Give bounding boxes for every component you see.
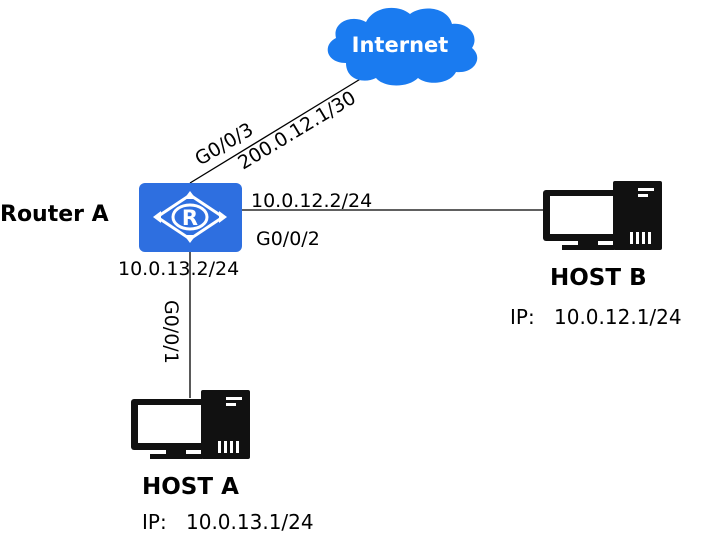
host-a-ip-label: IP: (142, 510, 167, 534)
label-ip-10-0-13-2: 10.0.13.2/24 (118, 258, 239, 280)
cloud-label: Internet (352, 33, 449, 57)
host-b-name: HOST B (550, 265, 647, 291)
tower-icon (613, 181, 662, 250)
label-ip-10-0-12-2: 10.0.12.2/24 (251, 190, 372, 212)
label-g002: G0/0/2 (256, 228, 320, 250)
internet-cloud: Internet (327, 7, 478, 86)
router-symbol: R (182, 206, 198, 230)
host-a-ip: 10.0.13.1/24 (186, 510, 314, 534)
host-b-ip: 10.0.12.1/24 (554, 305, 682, 329)
link-router-internet (189, 77, 363, 184)
router-box (139, 183, 242, 252)
host-b-computer (543, 181, 662, 250)
host-a-name: HOST A (142, 474, 239, 500)
label-g001: G0/0/1 (160, 300, 182, 364)
router-icon: R (153, 191, 227, 243)
monitor-icon (131, 399, 221, 459)
cloud-icon (327, 7, 478, 86)
router-a: R (139, 183, 242, 252)
host-b-ip-label: IP: (510, 305, 535, 329)
host-a-computer (131, 390, 250, 459)
tower-icon (201, 390, 250, 459)
router-name: Router A (0, 202, 109, 227)
